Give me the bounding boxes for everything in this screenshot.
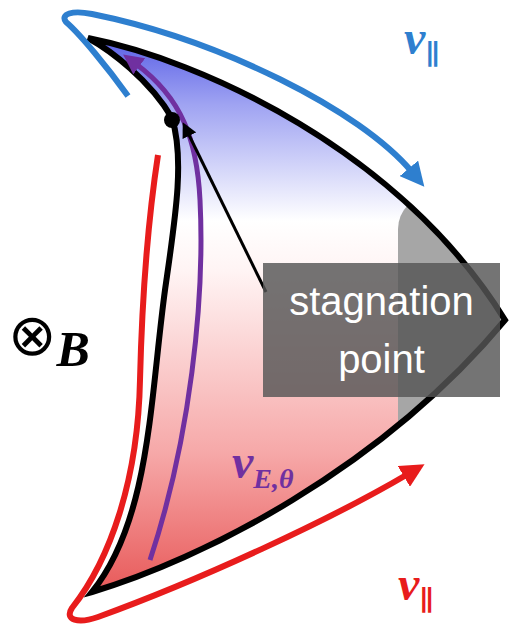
crescent-fill [88,38,505,592]
crescent-outline [88,38,505,592]
annotation-box: stagnation point [263,263,500,397]
parallel-flow-arrow-top [64,12,412,172]
leader-arrow [188,133,266,292]
annotation-text: stagnation point [269,272,494,388]
velocity-label: v∥ [404,14,440,62]
drift-velocity-label: vE,θ [232,438,294,486]
velocity-label: v∥ [398,560,434,608]
field-direction-label: ⊗B [8,306,90,364]
stagnation-dot [164,112,180,128]
